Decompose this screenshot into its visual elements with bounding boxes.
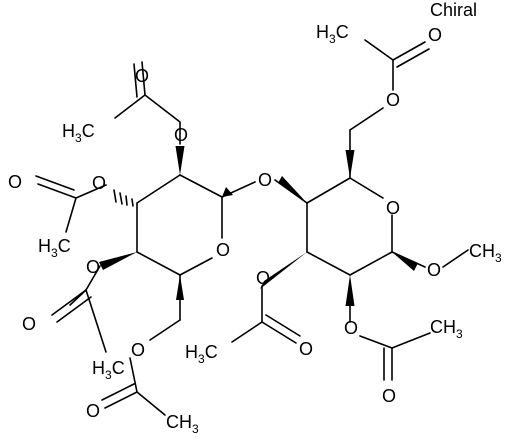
bond xyxy=(141,61,146,96)
bond xyxy=(133,63,138,98)
bond xyxy=(37,183,77,199)
oxygen-label: O xyxy=(135,66,149,86)
wedge-bond xyxy=(99,252,137,270)
oxygen-label: O xyxy=(8,172,22,192)
oxygen-label: O xyxy=(131,340,145,360)
hashed-bond xyxy=(113,189,134,207)
methyl-label: H3C xyxy=(92,358,125,382)
oxygen-label: O xyxy=(428,25,442,45)
bond xyxy=(396,48,430,68)
methyl-label: CH3 xyxy=(166,412,199,435)
bond xyxy=(144,94,181,123)
bond xyxy=(261,321,297,344)
methyl-label: H3C xyxy=(185,342,218,366)
bond xyxy=(179,174,223,198)
bond xyxy=(349,251,393,276)
bond xyxy=(265,314,301,337)
oxygen-label: O xyxy=(386,198,400,218)
wedge-bond xyxy=(222,187,233,197)
oxygen-label: O xyxy=(86,257,100,277)
bond xyxy=(391,332,431,349)
bond xyxy=(136,391,166,416)
bond xyxy=(85,289,107,353)
oxygen-label: O xyxy=(22,314,36,334)
wedge-bond xyxy=(176,275,184,300)
methyl-label: H3C xyxy=(316,22,349,46)
bond xyxy=(85,265,101,291)
stereo-wedges xyxy=(99,146,418,306)
bond xyxy=(136,174,181,204)
oxygen-label: O xyxy=(216,240,230,260)
bond xyxy=(364,39,394,61)
oxygen-label: O xyxy=(382,386,396,406)
bond xyxy=(306,251,351,276)
oxygen-label: O xyxy=(258,170,272,190)
bond xyxy=(51,289,87,316)
wedge-bond xyxy=(278,176,307,203)
bond xyxy=(392,41,426,61)
wedge-bond xyxy=(392,252,418,271)
bond xyxy=(101,383,135,401)
atom-labels: O O O O O O O O O O O O O O O O O O CH3 … xyxy=(8,0,502,436)
bond xyxy=(129,357,138,393)
oxygen-label: O xyxy=(256,268,270,288)
bond xyxy=(56,296,92,323)
wedge-bond xyxy=(260,252,307,289)
methyl-label: CH3 xyxy=(430,317,463,341)
bond xyxy=(442,249,469,268)
bond xyxy=(75,184,107,199)
oxygen-label: O xyxy=(174,125,188,145)
chiral-annotation: Chiral xyxy=(430,0,477,20)
bond xyxy=(349,177,384,199)
methyl-label: H3C xyxy=(38,236,71,260)
oxygen-label: O xyxy=(344,318,358,338)
wedge-bond xyxy=(345,150,355,178)
bond xyxy=(104,391,138,409)
oxygen-label: O xyxy=(92,173,106,193)
methyl-label: H3C xyxy=(62,121,95,145)
wedge-bond xyxy=(345,275,355,306)
bond xyxy=(349,107,384,131)
bond xyxy=(231,321,263,343)
oxygen-label: O xyxy=(299,339,313,359)
bond xyxy=(306,177,351,204)
oxygen-label: O xyxy=(386,90,400,110)
methyl-label: CH3 xyxy=(469,241,502,265)
bond xyxy=(35,175,75,191)
bond xyxy=(179,257,213,276)
oxygen-label: O xyxy=(86,401,100,421)
bond xyxy=(149,319,181,341)
wedge-bond xyxy=(175,146,185,175)
bond xyxy=(114,94,146,119)
oxygen-label: O xyxy=(427,260,441,280)
bond xyxy=(65,197,77,233)
bond xyxy=(359,335,393,349)
bond xyxy=(136,251,181,276)
